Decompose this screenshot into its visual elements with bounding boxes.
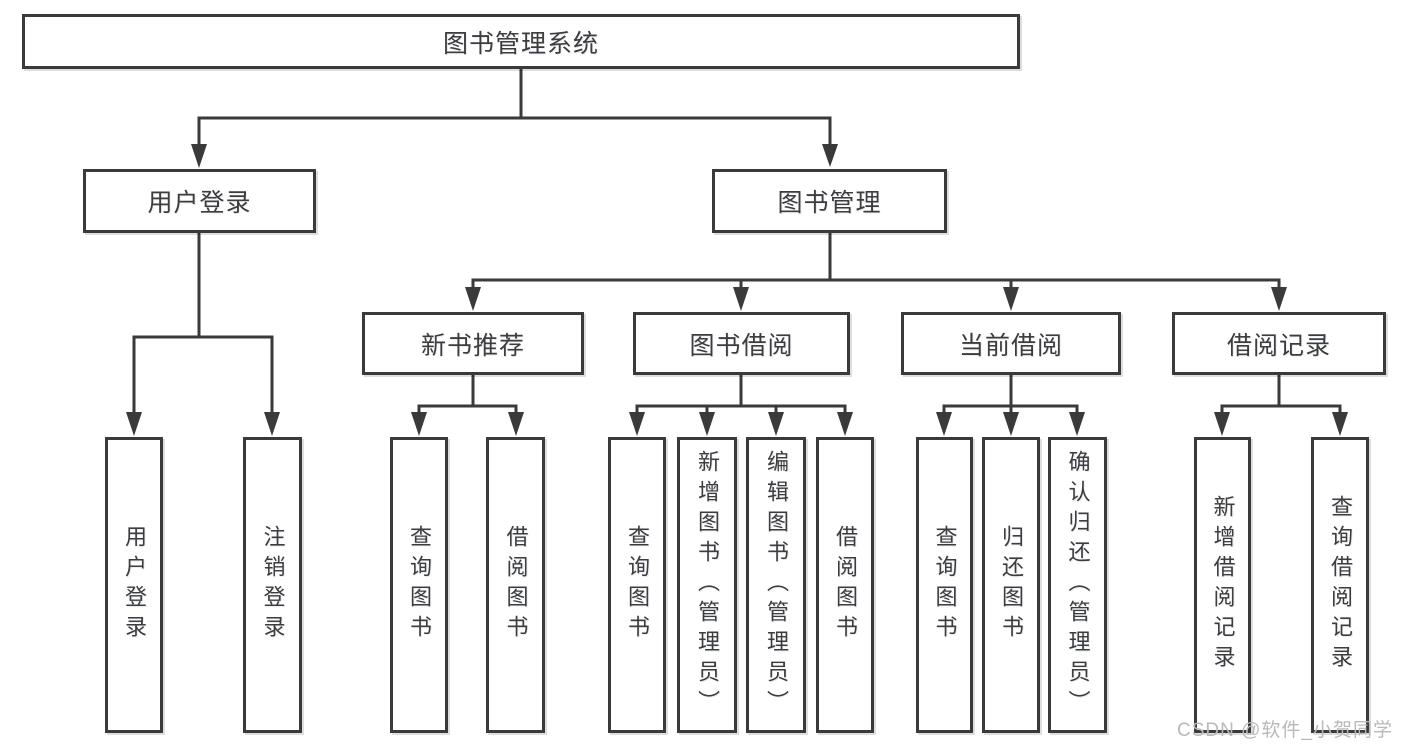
arrowhead-bb-edit xyxy=(768,412,784,436)
leaf-bb-query-books-label: 查询图书 xyxy=(625,525,650,645)
node-book-borrowing: 图书借阅 xyxy=(633,312,850,375)
leaf-bb-add-books-admin: 新增图书（管理员） xyxy=(677,437,737,733)
leaf-cb-return-books: 归还图书 xyxy=(982,437,1040,733)
node-book-management-label: 图书管理 xyxy=(777,189,882,217)
leaf-bb-borrow-books: 借阅图书 xyxy=(816,437,874,733)
node-user-login: 用户登录 xyxy=(83,169,316,233)
node-borrowing-records-label: 借阅记录 xyxy=(1226,331,1331,360)
leaf-cb-confirm-return-admin: 确认归还（管理员） xyxy=(1048,437,1107,733)
node-new-book-recommend-label: 新书推荐 xyxy=(420,331,525,360)
arrowhead-book-management xyxy=(822,144,838,167)
node-root-label: 图书管理系统 xyxy=(442,29,599,58)
arrowhead-new-book-recommend xyxy=(465,287,481,311)
arrowhead-cb-confirm xyxy=(1069,412,1085,436)
leaf-br-add-record-label: 新增借阅记录 xyxy=(1210,495,1236,675)
arrowhead-bb-add xyxy=(699,412,715,436)
node-book-borrowing-label: 图书借阅 xyxy=(689,331,794,360)
node-new-book-recommend: 新书推荐 xyxy=(362,312,584,375)
arrowhead-nb-borrow xyxy=(508,412,524,436)
arrowhead-leaf-logout xyxy=(264,412,280,436)
leaf-bb-add-books-admin-label: 新增图书（管理员） xyxy=(695,450,720,720)
arrowhead-bb-query xyxy=(629,412,645,436)
node-current-borrowing: 当前借阅 xyxy=(901,312,1121,375)
leaf-cb-query-books-label: 查询图书 xyxy=(932,525,958,645)
leaf-logout: 注销登录 xyxy=(243,437,302,733)
arrowhead-br-add xyxy=(1214,412,1230,436)
leaf-bb-edit-books-admin: 编辑图书（管理员） xyxy=(746,437,806,733)
arrowhead-borrowing-records xyxy=(1271,287,1287,311)
leaf-nb-query-books-label: 查询图书 xyxy=(407,525,432,645)
csdn-watermark: CSDN @软件_小贺同学 xyxy=(1177,720,1393,741)
node-borrowing-records: 借阅记录 xyxy=(1172,312,1386,375)
arrowhead-cb-query xyxy=(936,412,952,436)
node-book-management: 图书管理 xyxy=(712,169,947,233)
arrowhead-br-query xyxy=(1332,412,1348,436)
arrowhead-leaf-user-login xyxy=(126,412,142,436)
node-root: 图书管理系统 xyxy=(22,14,1020,69)
leaf-br-add-record: 新增借阅记录 xyxy=(1194,437,1251,733)
arrowhead-user-login xyxy=(191,144,207,168)
leaf-cb-query-books: 查询图书 xyxy=(916,437,973,733)
arrowhead-current-borrowing xyxy=(1003,287,1019,311)
arrowhead-nb-query xyxy=(411,412,427,436)
leaf-br-query-record: 查询借阅记录 xyxy=(1311,437,1369,733)
leaf-user-login: 用户登录 xyxy=(105,437,163,733)
leaf-bb-borrow-books-label: 借阅图书 xyxy=(833,525,858,645)
arrowhead-bb-borrow xyxy=(837,412,853,436)
node-current-borrowing-label: 当前借阅 xyxy=(958,331,1063,360)
node-user-login-label: 用户登录 xyxy=(147,189,252,217)
leaf-cb-return-books-label: 归还图书 xyxy=(999,525,1024,645)
arrowhead-book-borrowing xyxy=(733,287,749,311)
leaf-logout-label: 注销登录 xyxy=(260,525,286,645)
leaf-nb-borrow-books: 借阅图书 xyxy=(486,437,545,733)
leaf-bb-query-books: 查询图书 xyxy=(608,437,666,733)
leaf-br-query-record-label: 查询借阅记录 xyxy=(1328,495,1353,675)
leaf-nb-borrow-books-label: 借阅图书 xyxy=(503,525,529,645)
arrowhead-cb-return xyxy=(1003,412,1019,436)
leaf-user-login-label: 用户登录 xyxy=(122,525,147,645)
leaf-nb-query-books: 查询图书 xyxy=(390,437,448,733)
leaf-bb-edit-books-admin-label: 编辑图书（管理员） xyxy=(764,450,789,720)
leaf-cb-confirm-return-admin-label: 确认归还（管理员） xyxy=(1065,450,1091,720)
